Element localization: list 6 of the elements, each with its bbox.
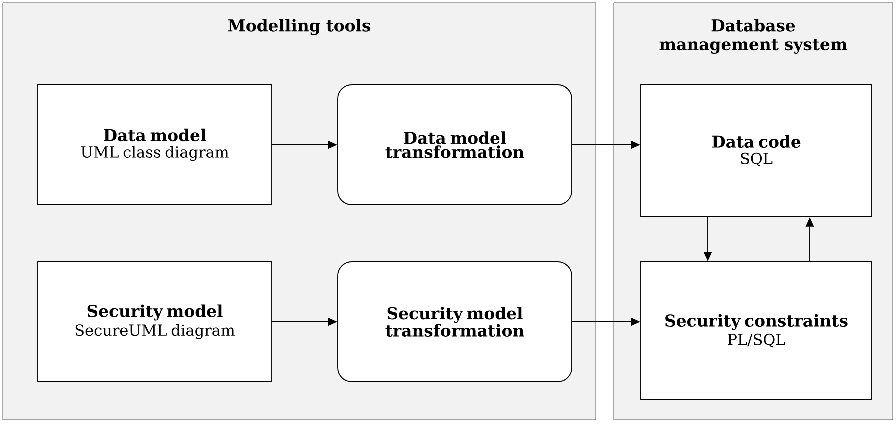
process-box: Data code SQL — [640, 84, 872, 218]
rounded-box: Data model transformation — [338, 84, 572, 206]
process-box: Data model UML class diagram — [38, 84, 272, 206]
process-box: Security model SecureUML diagram — [38, 262, 272, 382]
process-box: Security constraints PL/SQL — [640, 262, 872, 400]
rounded-box: Security model transformation — [338, 262, 572, 382]
